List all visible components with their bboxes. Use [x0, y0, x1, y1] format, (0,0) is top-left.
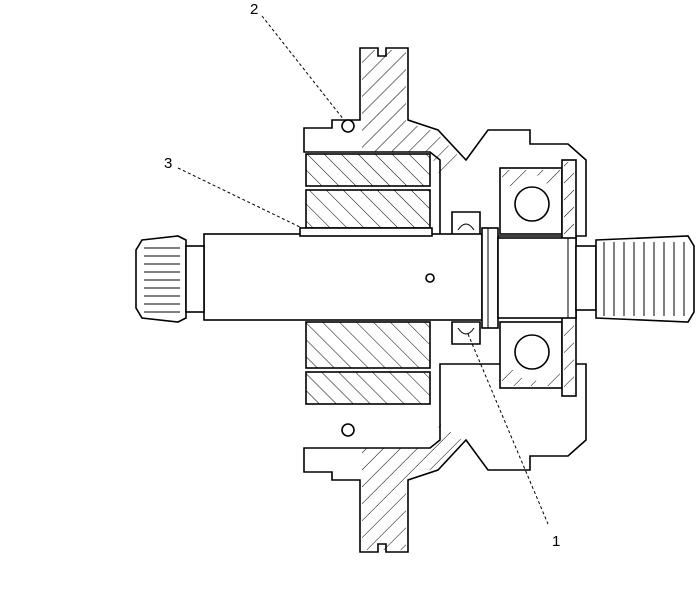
callout-3: 3 [164, 155, 172, 172]
shaft-hole [425, 273, 435, 283]
spline-left [135, 235, 187, 323]
leader-3 [177, 167, 303, 229]
spline-right [595, 235, 695, 323]
shaft-bushing [299, 227, 433, 237]
shaft-right [497, 237, 577, 319]
bearing-block-bottom-b [305, 371, 431, 405]
housing-hatch-upper [362, 50, 462, 176]
leader-2 [261, 15, 345, 121]
bearing-ball-top [514, 186, 550, 222]
bearing-ball-bottom [514, 334, 550, 370]
housing-hatch-lower [362, 424, 462, 550]
callout-1: 1 [552, 533, 560, 550]
bearing-hatch-top [502, 170, 560, 186]
spline-right-teeth [603, 242, 685, 316]
spline-left-neck [185, 245, 205, 313]
leader-1 [467, 333, 549, 525]
bearing-hatch-bottom [502, 370, 560, 386]
seal-lip-top [457, 223, 475, 231]
o-ring-bottom [341, 423, 355, 437]
bearing-block-top-a [305, 153, 431, 187]
bearing-block-top-b [305, 189, 431, 229]
bearing-block-bottom-a [305, 321, 431, 369]
seal-lip-bottom [457, 327, 475, 335]
shaft-main [203, 233, 483, 321]
callout-2: 2 [250, 1, 258, 18]
o-ring-top [341, 119, 355, 133]
seal-bottom [451, 321, 481, 345]
spline-left-teeth [144, 247, 180, 313]
shaft-collar [481, 227, 499, 329]
spline-right-neck [575, 245, 597, 311]
